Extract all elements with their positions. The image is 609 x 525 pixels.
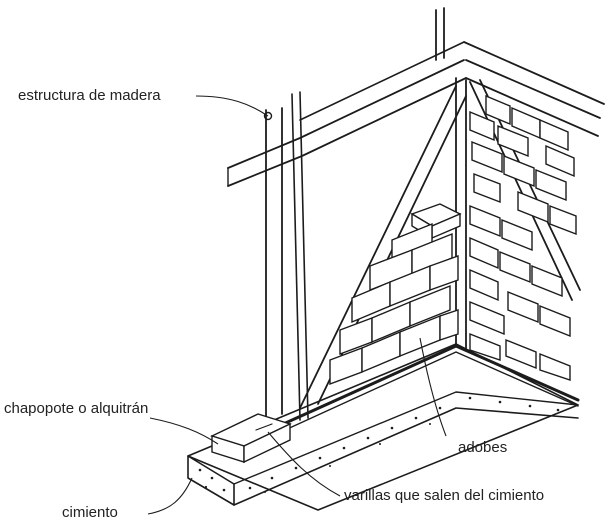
foundation-texture [198, 396, 560, 493]
label-foundation: cimiento [62, 504, 118, 521]
label-adobes: adobes [458, 439, 507, 456]
adobe-bricks-left-wall [329, 203, 462, 386]
wood-structure-leader [195, 95, 269, 117]
tar-leader [149, 417, 219, 445]
foundation [187, 343, 579, 511]
label-tar: chapopote o alquitrán [4, 400, 148, 417]
front-adobe-brick [210, 413, 292, 464]
label-wood-structure: estructura de madera [18, 87, 161, 104]
rebars-leader [267, 431, 341, 497]
adobe-bricks-right-wall [469, 94, 577, 381]
foundation-leader [147, 477, 193, 515]
adobes-leader [419, 337, 447, 437]
label-rebars: varillas que salen del cimiento [344, 487, 544, 504]
